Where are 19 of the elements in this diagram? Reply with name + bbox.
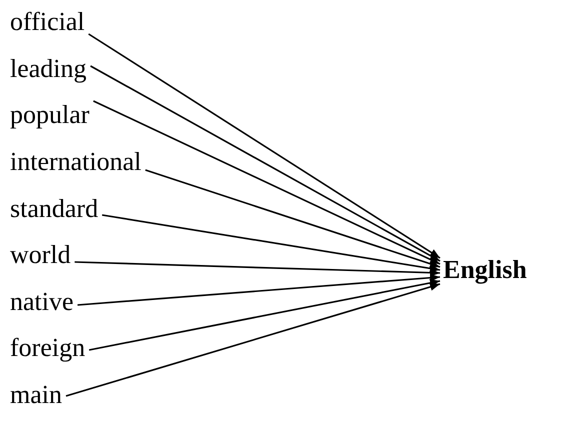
word-label: native xyxy=(10,287,74,317)
arrow xyxy=(66,283,440,397)
arrow xyxy=(74,261,440,277)
word-label: foreign xyxy=(10,333,86,363)
arrow xyxy=(88,279,440,351)
word-label: main xyxy=(10,380,62,410)
word-label: official xyxy=(10,7,85,37)
word-label: international xyxy=(10,147,142,177)
word-label: standard xyxy=(10,194,98,224)
word-label: popular xyxy=(10,100,90,130)
target-word: English xyxy=(443,255,527,285)
arrow xyxy=(93,100,440,265)
arrow xyxy=(90,65,440,262)
arrow xyxy=(77,274,440,306)
arrow xyxy=(145,169,440,268)
arrow xyxy=(102,214,440,272)
word-label: leading xyxy=(10,54,87,84)
word-label: world xyxy=(10,240,71,270)
arrow xyxy=(88,33,440,259)
